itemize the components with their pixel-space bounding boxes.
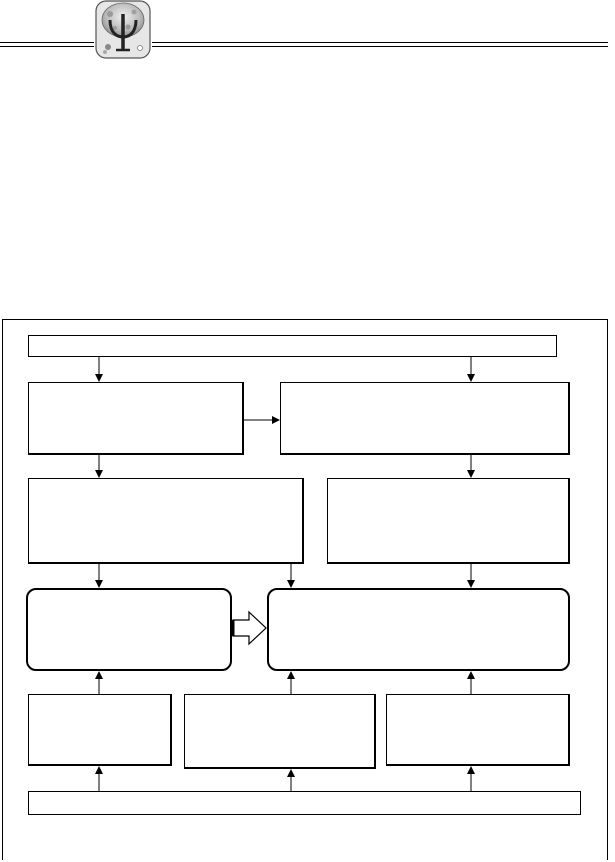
row1-left-box [28,382,244,455]
row2-left-box [28,478,304,564]
top-banner-box [28,335,557,357]
bottom-banner-box [28,791,581,815]
row4-left-box [28,694,172,766]
header-rule-top [0,42,608,43]
psi-tree-logo-icon [94,0,152,60]
row3-left-box [26,588,232,671]
row3-right-box [267,588,570,671]
block-arrow-row3 [232,610,267,646]
row1-right-box [280,382,570,455]
row4-right-box [386,694,570,766]
header-rule-bottom [0,46,608,47]
figure-frame [2,319,608,860]
row4-middle-box [184,694,376,769]
row2-right-box [327,478,570,564]
